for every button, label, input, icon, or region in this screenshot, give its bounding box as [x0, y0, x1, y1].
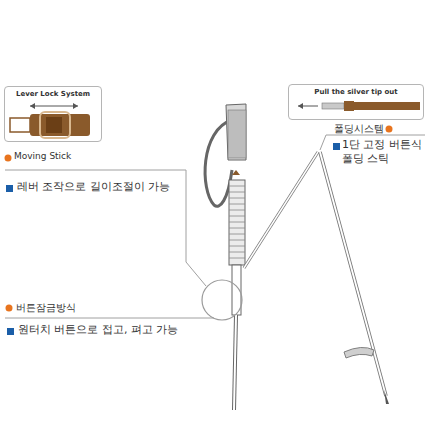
part-name: 폴딩시스템 [334, 122, 384, 135]
orange-dot [386, 126, 393, 133]
orange-dot [6, 305, 13, 312]
image-box: Lever Lock System [4, 86, 102, 142]
bullet-square [7, 328, 14, 335]
orange-dot [5, 155, 12, 162]
feature-note: 원터치 버튼으로 접고, 펴고 가능 [18, 323, 178, 337]
image-box: Pull the silver tip out [288, 84, 424, 120]
leader-line [326, 135, 425, 136]
box-title: Lever Lock System [5, 87, 101, 98]
box-title: Pull the silver tip out [289, 85, 423, 96]
bullet-square [333, 143, 340, 150]
feature-note: 레버 조작으로 길이조절이 가능 [17, 180, 171, 194]
feature-note: 1단 고정 버튼식 폴딩 스틱 [342, 138, 426, 167]
silver-tip-image [298, 101, 420, 111]
bullet-square [6, 185, 13, 192]
lever-lock-image [10, 103, 90, 138]
leader-line [5, 170, 206, 286]
part-name: 버튼잠금방식 [16, 301, 76, 314]
leader-line [5, 318, 214, 319]
leader-line [320, 135, 326, 150]
part-name: Moving Stick [14, 151, 71, 163]
